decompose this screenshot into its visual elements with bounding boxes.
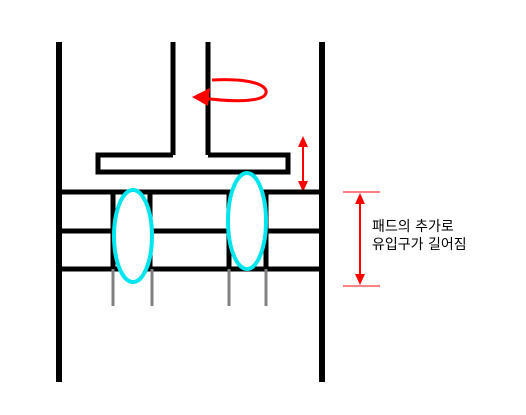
- inlet-highlight-2: [226, 171, 268, 271]
- annotation-line-1: 패드의 추가로: [372, 219, 454, 235]
- rotation-arrow-icon: [192, 78, 268, 106]
- rotor-head-plate: [95, 152, 291, 175]
- inlet-highlight-1: [112, 188, 154, 284]
- gap-arrow-icon: [298, 136, 308, 192]
- annotation-line-2: 유입구가 길어짐: [372, 237, 467, 253]
- inlet-length-annotation: 패드의 추가로 유입구가 길어짐: [372, 218, 467, 254]
- length-arrow-icon: [343, 191, 380, 287]
